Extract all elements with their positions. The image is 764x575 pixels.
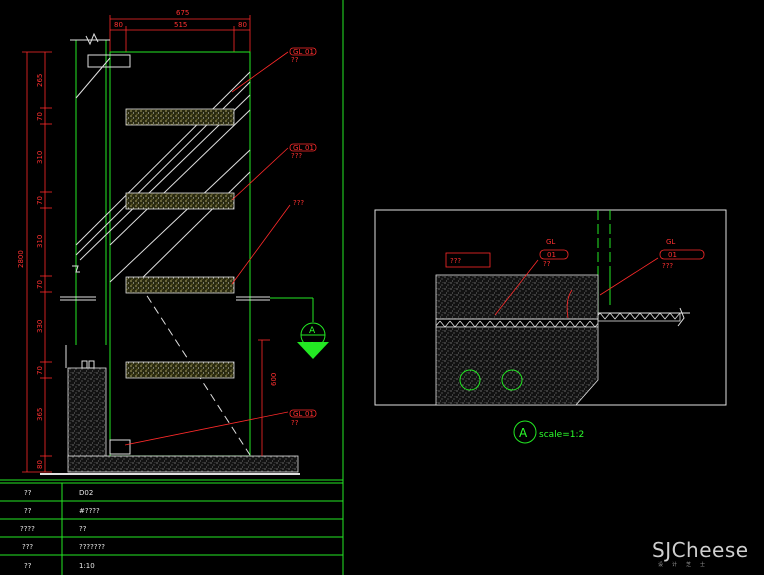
svg-text:#????: #???? [79, 507, 100, 515]
dim-seg-6: 70 [36, 280, 44, 289]
svg-text:01: 01 [305, 144, 314, 152]
dim-middle-width: 515 [174, 21, 187, 29]
svg-text:???: ??? [662, 262, 673, 270]
svg-text:A: A [309, 326, 316, 336]
svg-text:1:10: 1:10 [79, 562, 95, 570]
svg-text:A: A [519, 426, 528, 440]
detail-caption: A scale=1:2 [513, 420, 584, 444]
svg-text:GL: GL [666, 238, 675, 246]
dim-left-width: 80 [114, 21, 123, 29]
svg-text:01: 01 [305, 410, 314, 418]
dim-seg-1: 265 [36, 74, 44, 87]
svg-text:??: ?? [24, 562, 32, 570]
detail-view: ??? GL 01 ?? GL 01 ??? A scale=1:2 [374, 209, 727, 444]
callout-3: ??? [231, 199, 304, 285]
dim-seg-8: 70 [36, 366, 44, 375]
svg-text:scale=1:2: scale=1:2 [539, 430, 584, 440]
dim-seg-10: 80 [36, 460, 44, 469]
svg-text:??: ?? [291, 419, 299, 427]
top-label-box [87, 54, 131, 68]
callout-4: GL 01 ?? [124, 409, 317, 446]
svg-text:01: 01 [668, 251, 677, 259]
base-plinth [40, 345, 300, 475]
svg-text:???: ??? [291, 152, 302, 160]
svg-text:01: 01 [305, 48, 314, 56]
glass-bands [125, 108, 235, 379]
detail-callout-1: GL 01 ?? [494, 238, 569, 316]
dim-right-width: 80 [238, 21, 247, 29]
svg-text:01: 01 [547, 251, 556, 259]
dim-seg-2: 70 [36, 112, 44, 121]
detail-label-box: ??? [450, 257, 461, 265]
watermark-sub: 设计芝士 [658, 561, 714, 568]
title-row-4: ??? ??????? [22, 543, 105, 551]
svg-text:???????: ??????? [79, 543, 105, 551]
watermark: SJCheese 设计芝士 [652, 538, 749, 568]
dim-right-lower: 600 [270, 373, 278, 386]
elevation-view: 675 80 515 80 2800 265 70 310 70 310 [17, 9, 329, 475]
detail-callout-2: GL 01 ??? [566, 238, 705, 319]
svg-text:???: ??? [293, 199, 304, 207]
callout-2: GL 01 ??? [231, 143, 317, 201]
svg-text:D02: D02 [79, 489, 93, 497]
svg-text:GL: GL [293, 410, 302, 418]
svg-text:GL: GL [546, 238, 555, 246]
svg-text:??: ?? [543, 260, 551, 268]
svg-text:-: - [311, 339, 314, 347]
dim-seg-5: 310 [36, 235, 44, 248]
svg-text:GL: GL [293, 48, 302, 56]
dim-overall-height: 2800 [17, 250, 25, 268]
svg-text:??: ?? [79, 525, 87, 533]
title-row-5: ?? 1:10 [24, 562, 95, 570]
dim-seg-4: 70 [36, 196, 44, 205]
dim-seg-3: 310 [36, 151, 44, 164]
svg-text:GL: GL [293, 144, 302, 152]
svg-text:??: ?? [24, 507, 32, 515]
dim-seg-9: 365 [36, 408, 44, 421]
dim-overall-width: 675 [176, 9, 189, 17]
title-row-1: ?? D02 [24, 489, 93, 497]
title-row-2: ?? #???? [24, 507, 100, 515]
title-row-3: ???? ?? [20, 525, 87, 533]
dim-seg-7: 330 [36, 320, 44, 333]
svg-text:???: ??? [22, 543, 33, 551]
top-dimensions: 675 80 515 80 [109, 9, 251, 52]
section-marker: A - [270, 297, 329, 359]
svg-text:??: ?? [291, 56, 299, 64]
svg-text:??: ?? [24, 489, 32, 497]
left-dimensions: 2800 265 70 310 70 310 70 330 70 365 80 [17, 51, 52, 473]
callout-1: GL 01 ?? [231, 47, 317, 93]
svg-text:????: ???? [20, 525, 35, 533]
watermark-brand: SJCheese [652, 538, 749, 562]
title-block: ?? D02 ?? #???? ???? ?? ??? ??????? ?? 1… [0, 479, 343, 575]
